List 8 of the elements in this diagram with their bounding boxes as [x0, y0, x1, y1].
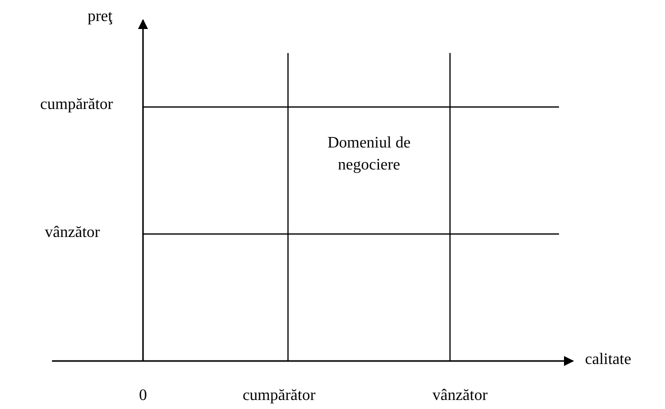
axis-label: calitate	[585, 352, 632, 368]
region-label: Domeniul de negociere	[326, 134, 412, 176]
tick-label: vânzător	[432, 388, 488, 404]
tick-label: cumpărător	[242, 388, 316, 404]
tick-label: 0	[139, 388, 147, 404]
tick-label: vânzător	[44, 225, 100, 241]
axis-label: preţ	[88, 9, 112, 25]
tick-label: cumpărător	[40, 97, 113, 113]
